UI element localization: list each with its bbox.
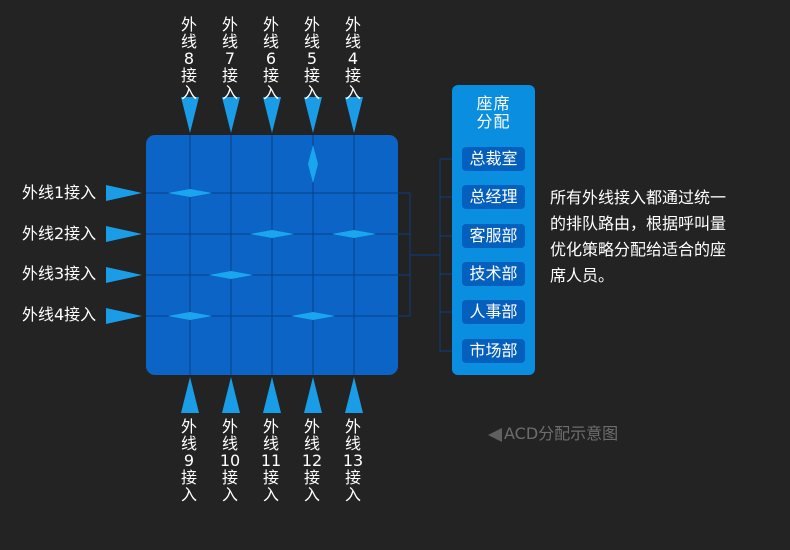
routing-nodes bbox=[168, 145, 376, 320]
top-input-label: 外线7接入 bbox=[221, 15, 238, 102]
up-arrow-icon bbox=[263, 377, 281, 413]
routing-node bbox=[308, 145, 318, 183]
routing-node bbox=[332, 230, 376, 238]
up-arrow-icon bbox=[345, 377, 363, 413]
bottom-input-label: 外线13接入 bbox=[342, 417, 364, 504]
down-arrow-icon bbox=[263, 97, 281, 133]
seat-allocation-panel: 座席 分配 总裁室 总经理 客服部 技术部 人事部 市场部 bbox=[452, 85, 535, 375]
bottom-input-label: 外线12接入 bbox=[301, 417, 323, 504]
caption-arrow-icon bbox=[488, 427, 502, 442]
right-arrow-icon bbox=[106, 185, 142, 201]
input-arrows bbox=[106, 97, 363, 413]
routing-node bbox=[209, 271, 253, 279]
up-arrow-icon bbox=[181, 377, 199, 413]
left-input-label: 外线2接入 bbox=[22, 224, 97, 243]
up-arrow-icon bbox=[304, 377, 322, 413]
department-customer-service[interactable]: 客服部 bbox=[462, 224, 525, 248]
down-arrow-icon bbox=[181, 97, 199, 133]
top-input-label: 外线6接入 bbox=[262, 15, 279, 102]
caption-text: ACD分配示意图 bbox=[504, 424, 619, 443]
department-marketing[interactable]: 市场部 bbox=[462, 339, 525, 363]
diagram-caption: ACD分配示意图 bbox=[488, 424, 618, 444]
routing-node bbox=[291, 312, 335, 320]
description-text: 所有外线接入都通过统一的排队路由，根据呼叫量优化策略分配给适合的座席人员。 bbox=[550, 188, 727, 285]
routing-node bbox=[168, 312, 212, 320]
bottom-input-label: 外线11接入 bbox=[260, 417, 282, 504]
left-input-label: 外线3接入 bbox=[22, 264, 97, 283]
top-input-label: 外线5接入 bbox=[303, 15, 320, 102]
left-input-label: 外线4接入 bbox=[22, 305, 97, 324]
panel-title-line: 分配 bbox=[476, 112, 511, 131]
department-president-office[interactable]: 总裁室 bbox=[462, 147, 525, 171]
bottom-input-label: 外线9接入 bbox=[180, 417, 197, 504]
up-arrow-icon bbox=[222, 377, 240, 413]
department-hr[interactable]: 人事部 bbox=[462, 300, 525, 324]
down-arrow-icon bbox=[222, 97, 240, 133]
top-input-label: 外线4接入 bbox=[344, 15, 361, 102]
top-input-label: 外线8接入 bbox=[180, 15, 197, 102]
department-technical[interactable]: 技术部 bbox=[462, 262, 525, 286]
panel-title-line: 座席 bbox=[476, 94, 511, 113]
right-arrow-icon bbox=[106, 267, 142, 283]
department-general-manager[interactable]: 总经理 bbox=[462, 185, 525, 209]
routing-node bbox=[250, 230, 294, 238]
left-input-label: 外线1接入 bbox=[22, 183, 97, 202]
right-arrow-icon bbox=[106, 308, 142, 324]
bottom-input-label: 外线10接入 bbox=[219, 417, 241, 504]
down-arrow-icon bbox=[304, 97, 322, 133]
routing-node bbox=[168, 189, 212, 197]
down-arrow-icon bbox=[345, 97, 363, 133]
right-arrow-icon bbox=[106, 226, 142, 242]
panel-title: 座席 分配 bbox=[452, 95, 535, 131]
